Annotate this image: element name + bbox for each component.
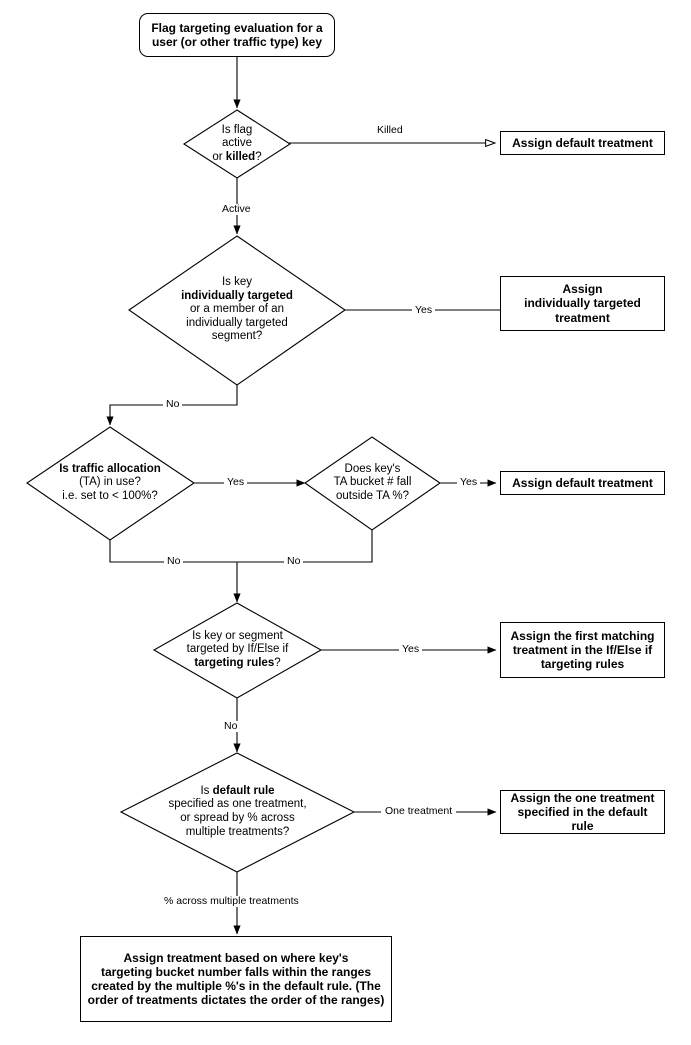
node-assign-one-treatment-label: Assign the one treatment specified in th… xyxy=(510,790,655,834)
node-assign-first-matching-treatment-label: Assign the first matching treatment in t… xyxy=(510,628,655,672)
node-assign-treatment-by-bucket-range-label: Assign treatment based on where key's ta… xyxy=(87,950,385,1008)
edge-label-d2-yes: Yes xyxy=(412,305,436,316)
node-assign-default-treatment-ta-label: Assign default treatment xyxy=(512,475,653,490)
node-start-label: Flag targeting evaluation for a user (or… xyxy=(151,20,323,49)
node-assign-individually-targeted-treatment[interactable]: Assign individually targeted treatment xyxy=(500,276,665,331)
node-assign-first-matching-treatment[interactable]: Assign the first matching treatment in t… xyxy=(500,622,665,678)
node-decision-traffic-allocation[interactable]: Is traffic allocation(TA) in use?i.e. se… xyxy=(27,455,193,511)
edge-label-d5-no: No xyxy=(221,721,241,732)
edge-label-d4-yes: Yes xyxy=(457,477,481,488)
node-assign-default-treatment-killed[interactable]: Assign default treatment xyxy=(500,131,665,155)
node-start-terminator[interactable]: Flag targeting evaluation for a user (or… xyxy=(139,13,335,57)
edge-label-active: Active xyxy=(219,204,254,215)
edge-label-d4-no: No xyxy=(284,556,304,567)
edge-label-one-treatment: One treatment xyxy=(381,806,457,817)
node-assign-one-treatment[interactable]: Assign the one treatment specified in th… xyxy=(500,790,665,834)
node-decision-traffic-allocation-label: Is traffic allocation(TA) in use?i.e. se… xyxy=(59,462,161,502)
edge-label-killed: Killed xyxy=(374,125,406,136)
node-assign-individually-targeted-treatment-label: Assign individually targeted treatment xyxy=(524,282,641,325)
edge-label-d3-yes: Yes xyxy=(224,477,248,488)
edge-label-d2-no: No xyxy=(163,399,183,410)
node-assign-default-treatment-ta[interactable]: Assign default treatment xyxy=(500,471,665,495)
edge-label-percent-across-multiple: % across multiple treatments xyxy=(160,896,303,907)
node-assign-treatment-by-bucket-range[interactable]: Assign treatment based on where key's ta… xyxy=(80,936,392,1022)
node-assign-default-treatment-killed-label: Assign default treatment xyxy=(512,135,653,150)
edge-label-d5-yes: Yes xyxy=(399,644,423,655)
edge-label-d3-no: No xyxy=(164,556,184,567)
